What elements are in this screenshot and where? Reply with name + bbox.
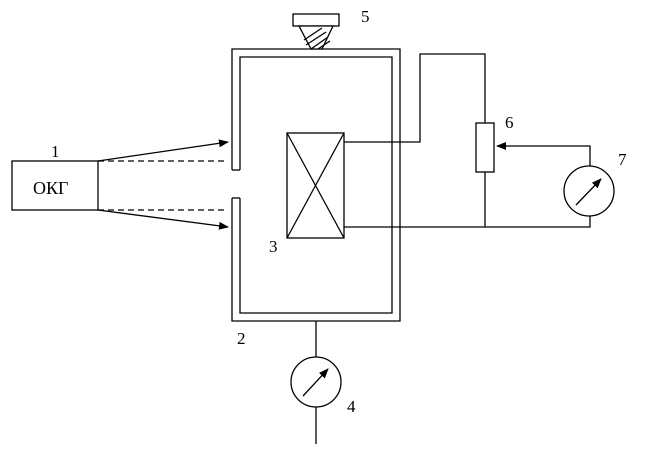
label-4: 4: [347, 397, 356, 416]
label-1: 1: [51, 142, 60, 161]
label-2: 2: [237, 329, 246, 348]
label-5: 5: [361, 7, 370, 26]
potentiometer: [475, 122, 495, 173]
label-3: 3: [269, 237, 278, 256]
laser-label: ОКГ: [33, 178, 68, 198]
label-7: 7: [618, 150, 627, 169]
label-6: 6: [505, 113, 514, 132]
beam-lower: [97, 209, 229, 230]
top-window: [292, 13, 340, 50]
lead-upper: [344, 53, 486, 143]
lead-lower: [344, 216, 591, 228]
wiper-lead: [496, 142, 591, 167]
meter-7: [563, 165, 615, 217]
meter-4: [290, 356, 342, 408]
beam-upper: [97, 139, 229, 162]
laser-box: [11, 160, 99, 211]
chamber: [231, 48, 401, 322]
sample-element: [286, 132, 345, 239]
